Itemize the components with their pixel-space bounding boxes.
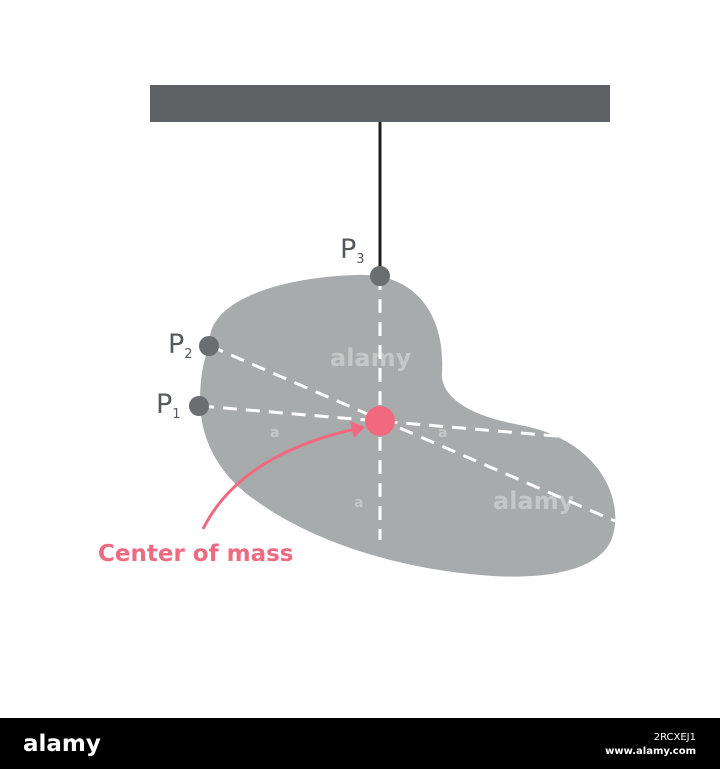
footer-brand: alamy bbox=[23, 731, 101, 757]
watermark-a-3: a bbox=[438, 425, 447, 441]
label-p1-sub: 1 bbox=[172, 407, 180, 422]
footer-band bbox=[0, 718, 720, 769]
suspension-point-p1 bbox=[189, 396, 209, 416]
footer-image-id: 2RCXEJ1 bbox=[654, 732, 696, 743]
irregular-lamina bbox=[200, 274, 616, 577]
label-p3: P3 bbox=[340, 234, 365, 267]
suspension-point-p2 bbox=[199, 336, 219, 356]
center-pointer-arrowhead bbox=[350, 421, 365, 438]
label-p2: P2 bbox=[168, 329, 193, 362]
watermark-alamy-1: alamy bbox=[330, 344, 412, 372]
watermark-a-1: a bbox=[270, 425, 279, 441]
label-p1: P1 bbox=[156, 389, 181, 422]
label-p2-sub: 2 bbox=[184, 347, 192, 362]
suspension-point-p3 bbox=[370, 266, 390, 286]
watermark-a-2: a bbox=[354, 495, 363, 511]
center-of-mass-dot bbox=[365, 406, 395, 436]
label-p2-letter: P bbox=[168, 329, 184, 360]
label-p1-letter: P bbox=[156, 389, 172, 420]
footer-url: www.alamy.com bbox=[605, 746, 696, 757]
label-p3-letter: P bbox=[340, 234, 356, 265]
plumb-line-p2 bbox=[209, 344, 616, 523]
ceiling-bar bbox=[150, 85, 610, 122]
center-pointer-arrow bbox=[201, 427, 356, 530]
center-of-mass-label: Center of mass bbox=[98, 541, 293, 567]
label-p3-sub: 3 bbox=[356, 252, 364, 267]
watermark-alamy-2: alamy bbox=[493, 487, 575, 515]
